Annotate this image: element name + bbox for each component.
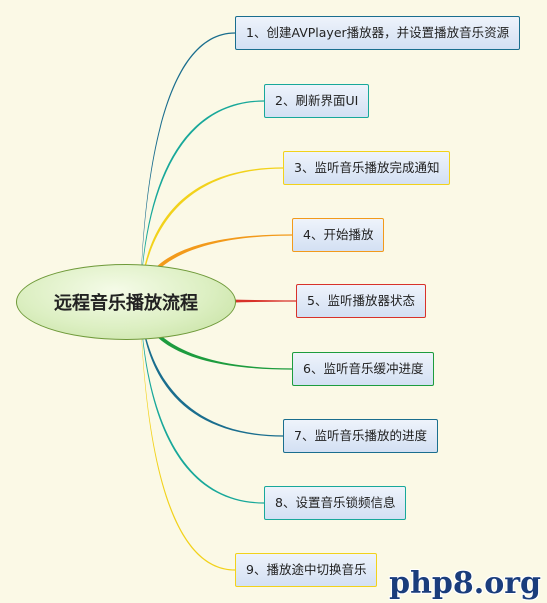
branch-label-1: 1、创建AVPlayer播放器，并设置播放音乐资源 bbox=[246, 25, 510, 40]
branch-label-7: 7、监听音乐播放的进度 bbox=[294, 428, 427, 443]
branch-connector-9 bbox=[140, 298, 235, 571]
watermark-logo: php8.org bbox=[389, 566, 541, 601]
branch-node-6[interactable]: 6、监听音乐缓冲进度 bbox=[292, 352, 435, 386]
branch-node-2[interactable]: 2、刷新界面UI bbox=[264, 84, 370, 118]
branch-node-5[interactable]: 5、监听播放器状态 bbox=[296, 284, 426, 318]
branch-label-9: 9、播放途中切换音乐 bbox=[246, 562, 367, 577]
branch-node-9[interactable]: 9、播放途中切换音乐 bbox=[235, 553, 378, 587]
branch-node-8[interactable]: 8、设置音乐锁频信息 bbox=[264, 486, 407, 520]
root-node[interactable]: 远程音乐播放流程 bbox=[16, 264, 236, 340]
branch-node-7[interactable]: 7、监听音乐播放的进度 bbox=[283, 419, 438, 453]
branch-label-4: 4、开始播放 bbox=[303, 227, 374, 242]
branch-label-5: 5、监听播放器状态 bbox=[307, 293, 415, 308]
branch-node-1[interactable]: 1、创建AVPlayer播放器，并设置播放音乐资源 bbox=[235, 16, 521, 50]
branch-connector-1 bbox=[140, 32, 235, 305]
branch-label-6: 6、监听音乐缓冲进度 bbox=[303, 361, 424, 376]
branch-label-8: 8、设置音乐锁频信息 bbox=[275, 495, 396, 510]
branch-node-3[interactable]: 3、监听音乐播放完成通知 bbox=[283, 151, 451, 185]
branch-node-4[interactable]: 4、开始播放 bbox=[292, 218, 385, 252]
branch-label-2: 2、刷新界面UI bbox=[275, 93, 359, 108]
root-label: 远程音乐播放流程 bbox=[54, 293, 198, 314]
branch-label-3: 3、监听音乐播放完成通知 bbox=[294, 160, 440, 175]
